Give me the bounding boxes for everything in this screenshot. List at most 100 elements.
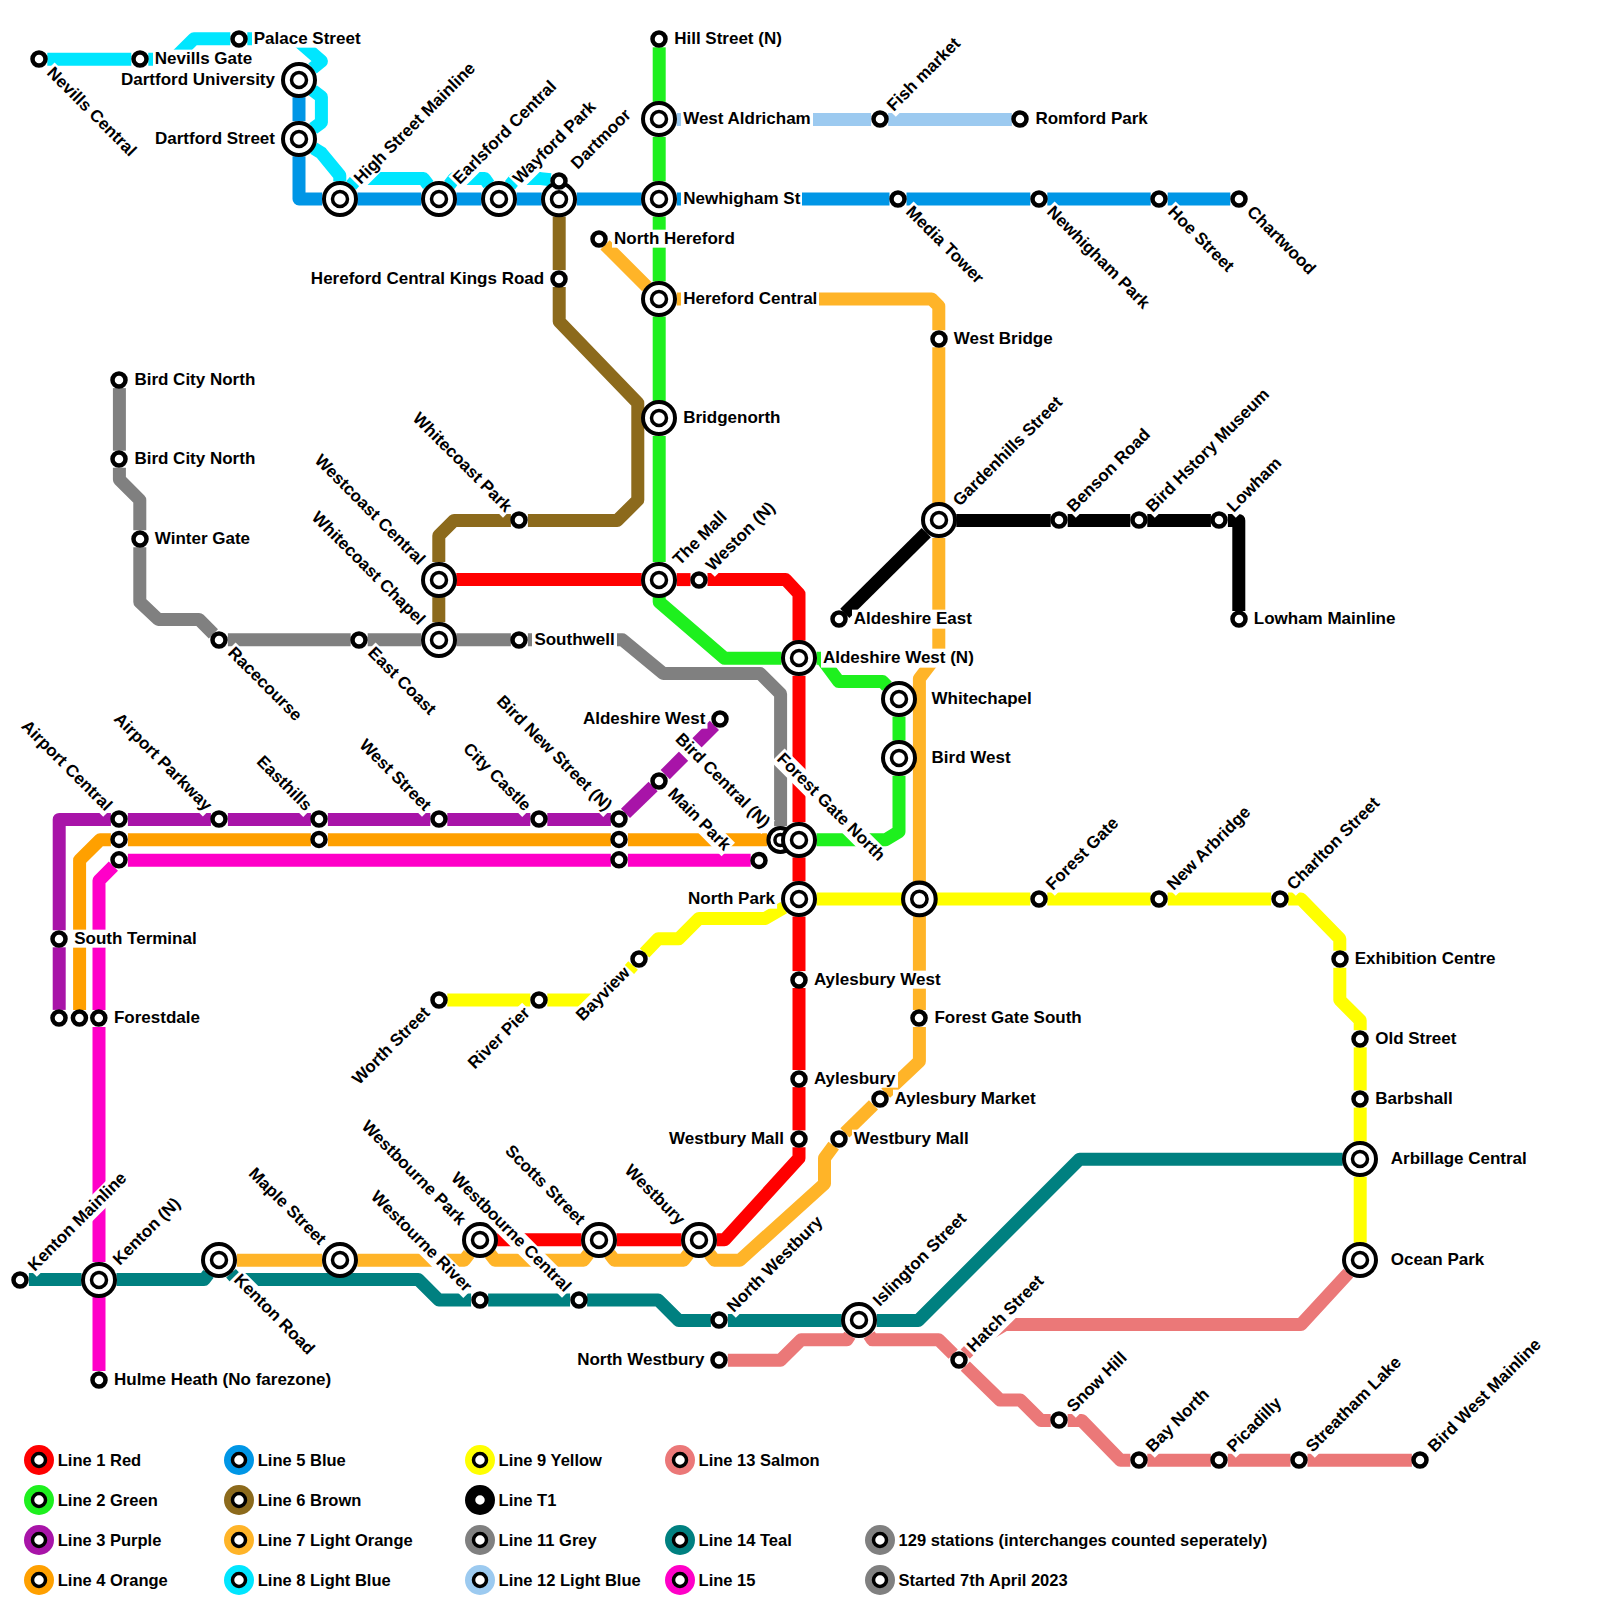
station-label: North Westbury: [575, 1351, 706, 1370]
station-label: Bird City North: [132, 450, 257, 469]
metro-line-segment: [932, 347, 945, 503]
legend-swatch-fill: [865, 1525, 895, 1555]
station-dot: [1232, 192, 1245, 205]
interchange-ring: [883, 683, 915, 715]
metro-line-segment: [728, 1314, 842, 1327]
legend-swatch-fill: [665, 1525, 695, 1555]
metro-line-segment: [1147, 514, 1211, 527]
legend-item: Line T1: [463, 1483, 497, 1517]
station-marker: [640, 180, 678, 218]
interchange-ring: [324, 1244, 356, 1276]
station-marker: [529, 990, 549, 1010]
station-label: Southwell: [532, 630, 616, 649]
metro-line-segment: [314, 148, 340, 181]
interchange-core: [591, 1232, 606, 1247]
station-label: Bay North: [1142, 1384, 1215, 1457]
station-dot: [14, 1273, 27, 1286]
metro-line-segment: [587, 1300, 711, 1320]
station-dot: [792, 1072, 805, 1085]
legend-item: Line 11 Grey: [463, 1523, 497, 1557]
station-dot: [1273, 892, 1286, 905]
station-marker: [640, 280, 678, 318]
interchange-ring: [583, 1224, 615, 1256]
station-dot: [53, 1012, 66, 1025]
legend-station-dot: [473, 1494, 486, 1507]
station-marker: [569, 1290, 589, 1310]
station-dot: [1132, 514, 1145, 527]
station-marker: [229, 29, 249, 49]
station-dot: [553, 272, 566, 285]
station-marker: [888, 189, 908, 209]
interchange-core: [791, 651, 806, 666]
interchange-ring: [464, 1224, 496, 1256]
metro-line-segment: [1228, 520, 1239, 611]
station-marker: [1330, 949, 1350, 969]
station-marker: [509, 630, 529, 650]
station-marker: [509, 510, 529, 530]
metro-line-segment: [653, 317, 666, 401]
interchange-ring: [643, 564, 675, 596]
station-dot: [1014, 113, 1027, 126]
legend-swatch: [463, 1483, 497, 1517]
interchange-ring: [643, 283, 675, 315]
metro-line-segment: [228, 633, 351, 646]
station-label: City Castle: [458, 738, 536, 816]
station-marker: [1049, 510, 1069, 530]
legend-station-dot: [32, 1454, 45, 1467]
station-marker: [1129, 1450, 1149, 1470]
interchange-ring: [283, 64, 315, 96]
station-marker: [80, 1261, 118, 1299]
station-dot: [432, 813, 445, 826]
station-label: North Park: [686, 890, 777, 909]
station-dot: [92, 1012, 105, 1025]
station-label: Nevills Gate: [153, 50, 254, 69]
station-dot: [313, 833, 326, 846]
metro-line-segment: [793, 857, 806, 881]
interchange-core: [852, 1313, 867, 1328]
station-dot: [532, 994, 545, 1007]
station-dot: [873, 1092, 886, 1105]
metro-line-segment: [357, 193, 421, 206]
legend-station-dot: [473, 1533, 486, 1546]
metro-line-segment: [653, 47, 666, 102]
metro-line-segment: [708, 580, 800, 641]
interchange-ring: [423, 183, 455, 215]
legend-text: Line 9 Yellow: [499, 1451, 602, 1469]
station-label: Barbshall: [1373, 1090, 1454, 1109]
legend-text: Line T1: [499, 1491, 557, 1509]
legend-station-dot: [673, 1573, 686, 1586]
station-marker: [109, 449, 129, 469]
station-marker: [1229, 189, 1249, 209]
legend-station-dot: [32, 1533, 45, 1546]
legend-swatch: [22, 1443, 56, 1477]
interchange-core: [652, 411, 667, 426]
station-marker: [649, 29, 669, 49]
station-label: Airport Central: [16, 716, 117, 817]
legend-swatch-fill: [465, 1525, 495, 1555]
legend-station-dot: [473, 1573, 486, 1586]
station-marker: [870, 109, 890, 129]
station-dot: [613, 813, 626, 826]
interchange-ring: [423, 624, 455, 656]
metro-line-segment: [456, 573, 641, 586]
metro-line-segment: [456, 193, 481, 206]
metro-line-segment: [447, 994, 530, 1007]
legend-station-dot: [32, 1573, 45, 1586]
station-dot: [692, 573, 705, 586]
station-marker: [309, 809, 329, 849]
station-label: Snow Hill: [1062, 1347, 1132, 1417]
station-label: Romford Park: [1033, 110, 1149, 129]
metro-line-segment: [447, 813, 530, 826]
station-dot: [1153, 192, 1166, 205]
interchange-ring: [1344, 1244, 1376, 1276]
station-marker: [209, 809, 229, 829]
station-marker: [710, 709, 730, 729]
legend-swatch: [222, 1483, 256, 1517]
interchange-core: [291, 72, 306, 87]
station-marker: [280, 120, 318, 158]
metro-line-segment: [432, 597, 445, 622]
station-dot: [792, 973, 805, 986]
